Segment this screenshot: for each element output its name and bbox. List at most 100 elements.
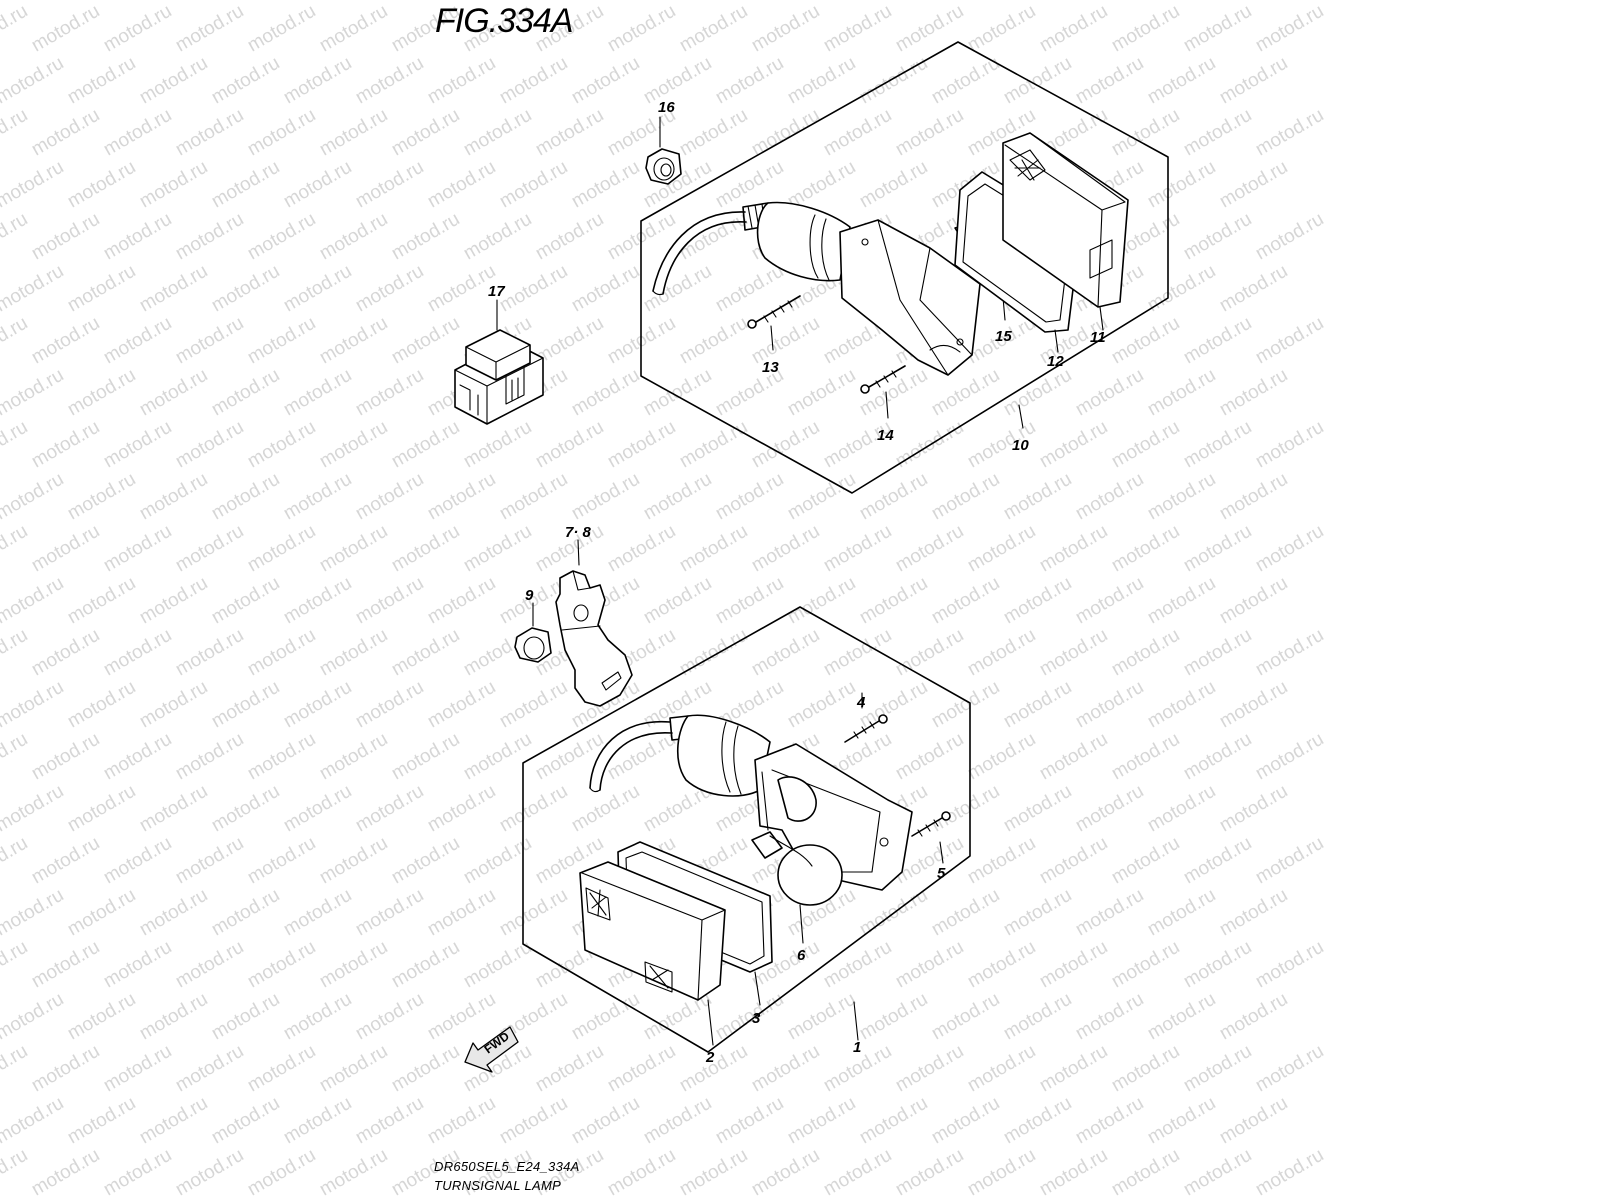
watermark-text: motod.ru	[208, 365, 283, 421]
watermark-text: motod.ru	[496, 157, 571, 213]
watermark-text: motod.ru	[1108, 105, 1183, 161]
watermark-text: motod.ru	[28, 833, 103, 889]
watermark-text: motod.ru	[748, 417, 823, 473]
watermark-text: motod.ru	[1108, 521, 1183, 577]
watermark-text: motod.ru	[280, 469, 355, 525]
fwd-direction-arrow: FWD	[464, 1026, 519, 1073]
watermark-text: motod.ru	[820, 937, 895, 993]
watermark-text: motod.ru	[568, 1093, 643, 1149]
watermark-text: motod.ru	[244, 833, 319, 889]
watermark-text: motod.ru	[244, 1041, 319, 1097]
watermark-text: motod.ru	[964, 625, 1039, 681]
watermark-text: motod.ru	[784, 0, 859, 4]
watermark-text: motod.ru	[424, 573, 499, 629]
watermark-text: motod.ru	[892, 1, 967, 57]
watermark-text: motod.ru	[0, 573, 67, 629]
watermark-text: motod.ru	[1144, 469, 1219, 525]
watermark-text: motod.ru	[568, 157, 643, 213]
watermark-text: motod.ru	[136, 1093, 211, 1149]
watermark-text: motod.ru	[568, 781, 643, 837]
watermark-text: motod.ru	[316, 521, 391, 577]
watermark-text: motod.ru	[1252, 313, 1327, 369]
watermark-text: motod.ru	[496, 1093, 571, 1149]
watermark-text: motod.ru	[892, 625, 967, 681]
watermark-text: motod.ru	[64, 53, 139, 109]
watermark-text: motod.ru	[100, 105, 175, 161]
watermark-text: motod.ru	[892, 521, 967, 577]
watermark-text: motod.ru	[352, 261, 427, 317]
watermark-text: motod.ru	[1036, 521, 1111, 577]
watermark-text: motod.ru	[1072, 677, 1147, 733]
watermark-text: motod.ru	[928, 885, 1003, 941]
watermark-text: motod.ru	[712, 469, 787, 525]
watermark-text: motod.ru	[1000, 677, 1075, 733]
watermark-text: motod.ru	[856, 157, 931, 213]
watermark-text: motod.ru	[1000, 573, 1075, 629]
watermark-text: motod.ru	[64, 0, 139, 4]
watermark-text: motod.ru	[280, 781, 355, 837]
watermark-text: motod.ru	[316, 937, 391, 993]
watermark-text: motod.ru	[496, 677, 571, 733]
watermark-text: motod.ru	[784, 989, 859, 1045]
watermark-text: motod.ru	[424, 53, 499, 109]
watermark-text: motod.ru	[460, 729, 535, 785]
watermark-text: motod.ru	[1252, 1041, 1327, 1097]
watermark-text: motod.ru	[280, 1093, 355, 1149]
watermark-text: motod.ru	[0, 0, 67, 4]
watermark-text: motod.ru	[424, 469, 499, 525]
watermark-text: motod.ru	[28, 937, 103, 993]
watermark-text: motod.ru	[1180, 521, 1255, 577]
watermark-text: motod.ru	[388, 313, 463, 369]
watermark-text: motod.ru	[280, 261, 355, 317]
watermark-text: motod.ru	[928, 989, 1003, 1045]
watermark-text: motod.ru	[100, 833, 175, 889]
watermark-text: motod.ru	[28, 1041, 103, 1097]
leader-10	[1018, 404, 1024, 429]
watermark-text: motod.ru	[1252, 729, 1327, 785]
watermark-text: motod.ru	[1180, 1145, 1255, 1200]
watermark-text: motod.ru	[28, 313, 103, 369]
wire-upper	[652, 202, 769, 296]
watermark-text: motod.ru	[1000, 1093, 1075, 1149]
watermark-text: motod.ru	[352, 0, 427, 4]
watermark-text: motod.ru	[1072, 365, 1147, 421]
watermark-text: motod.ru	[748, 105, 823, 161]
watermark-text: motod.ru	[1216, 53, 1291, 109]
watermark-text: motod.ru	[316, 729, 391, 785]
watermark-text: motod.ru	[676, 521, 751, 577]
watermark-text: motod.ru	[388, 729, 463, 785]
watermark-text: motod.ru	[928, 469, 1003, 525]
watermark-text: motod.ru	[1216, 1093, 1291, 1149]
watermark-text: motod.ru	[352, 885, 427, 941]
watermark-text: motod.ru	[712, 1093, 787, 1149]
watermark-text: motod.ru	[1180, 1041, 1255, 1097]
watermark-text: motod.ru	[1216, 0, 1291, 4]
callout-10: 10	[1012, 437, 1029, 454]
watermark-text: motod.ru	[0, 677, 67, 733]
watermark-text: motod.ru	[1036, 1041, 1111, 1097]
wire-lower	[589, 715, 691, 793]
watermark-text: motod.ru	[640, 573, 715, 629]
watermark-text: motod.ru	[208, 157, 283, 213]
watermark-text: motod.ru	[964, 1041, 1039, 1097]
watermark-text: motod.ru	[460, 833, 535, 889]
watermark-text: motod.ru	[1108, 729, 1183, 785]
watermark-text: motod.ru	[172, 105, 247, 161]
watermark-text: motod.ru	[856, 0, 931, 4]
watermark-text: motod.ru	[1252, 625, 1327, 681]
watermark-text: motod.ru	[0, 729, 31, 785]
watermark-text: motod.ru	[532, 105, 607, 161]
watermark-text: motod.ru	[1144, 365, 1219, 421]
watermark-text: motod.ru	[1180, 1, 1255, 57]
watermark-text: motod.ru	[352, 157, 427, 213]
watermark-text: motod.ru	[0, 1145, 31, 1200]
watermark-text: motod.ru	[640, 1093, 715, 1149]
housing-lower	[676, 714, 913, 891]
callout-labels: 16 17 13 14 15 12 11 10 7· 8 9 4 5 6 3 2…	[488, 99, 1106, 1066]
watermark-text: motod.ru	[712, 0, 787, 4]
watermark-text: motod.ru	[388, 209, 463, 265]
watermark-text: motod.ru	[100, 313, 175, 369]
watermark-text: motod.ru	[784, 365, 859, 421]
callout-15: 15	[995, 328, 1012, 345]
